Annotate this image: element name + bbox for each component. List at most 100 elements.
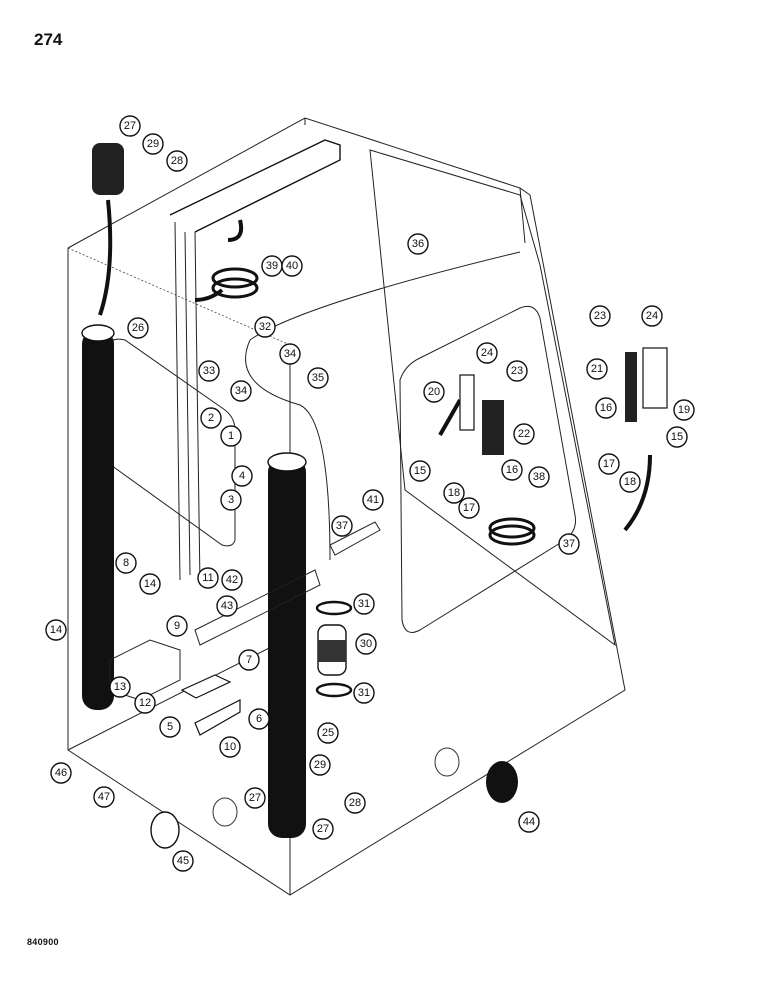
svg-text:20: 20 (428, 386, 440, 398)
svg-text:31: 31 (358, 598, 370, 610)
callout-33: 33 (198, 360, 220, 382)
svg-text:4: 4 (239, 470, 245, 482)
svg-text:45: 45 (177, 855, 189, 867)
svg-text:17: 17 (463, 502, 475, 514)
callout-19: 19 (673, 399, 695, 421)
svg-text:39: 39 (266, 260, 278, 272)
callout-42: 42 (221, 569, 243, 591)
callout-24-right: 24 (641, 305, 663, 327)
door-frame (169, 139, 341, 586)
coil-39 (211, 267, 259, 299)
cab-frame (67, 117, 626, 896)
hinge-20 (459, 374, 475, 431)
callout-29-top: 29 (142, 133, 164, 155)
hole-44 (434, 747, 460, 777)
svg-text:9: 9 (174, 620, 180, 632)
callout-14-left: 14 (45, 619, 67, 641)
callout-12: 12 (134, 692, 156, 714)
block-5 (180, 674, 232, 699)
callout-23-right: 23 (589, 305, 611, 327)
svg-text:12: 12 (139, 697, 151, 709)
rail-41 (329, 521, 381, 556)
callout-29-bottom: 29 (309, 754, 331, 776)
svg-text:25: 25 (322, 727, 334, 739)
callout-24-mid: 24 (476, 342, 498, 364)
svg-text:42: 42 (226, 574, 238, 586)
callout-4: 4 (231, 465, 253, 487)
callout-1: 1 (220, 425, 242, 447)
coil-38 (488, 517, 536, 546)
svg-text:15: 15 (414, 465, 426, 477)
callout-3: 3 (220, 489, 242, 511)
svg-text:43: 43 (221, 600, 233, 612)
svg-text:46: 46 (55, 767, 67, 779)
callout-27-bottom-left: 27 (244, 787, 266, 809)
seal-31-top (315, 600, 353, 616)
callout-47: 47 (93, 786, 115, 808)
svg-text:7: 7 (246, 654, 252, 666)
arrows (98, 199, 652, 532)
svg-text:27: 27 (124, 120, 136, 132)
hinge-21 (625, 352, 637, 422)
callout-45: 45 (172, 850, 194, 872)
center-post-25 (267, 452, 307, 838)
callout-39: 39 (261, 255, 283, 277)
callout-25: 25 (317, 722, 339, 744)
callout-44: 44 (518, 811, 540, 833)
svg-text:24: 24 (646, 310, 658, 322)
callout-32: 32 (254, 316, 276, 338)
svg-text:13: 13 (114, 681, 126, 693)
callout-6: 6 (248, 708, 270, 730)
svg-text:41: 41 (367, 494, 379, 506)
callout-26: 26 (127, 317, 149, 339)
rear-glass (369, 149, 616, 647)
plug-44 (486, 761, 518, 803)
svg-text:1: 1 (228, 430, 234, 442)
callout-38: 38 (528, 466, 550, 488)
filter-30 (317, 624, 347, 676)
callout-40: 40 (281, 255, 303, 277)
svg-text:17: 17 (603, 458, 615, 470)
svg-text:14: 14 (144, 578, 156, 590)
hinge-19 (642, 347, 668, 409)
callout-20: 20 (423, 381, 445, 403)
svg-text:47: 47 (98, 791, 110, 803)
svg-text:28: 28 (171, 155, 183, 167)
svg-text:18: 18 (448, 487, 460, 499)
top-cap (92, 143, 124, 195)
svg-text:8: 8 (123, 557, 129, 569)
svg-text:15: 15 (671, 431, 683, 443)
callout-35: 35 (307, 367, 329, 389)
callout-21: 21 (586, 358, 608, 380)
callout-14-right: 14 (139, 573, 161, 595)
svg-text:11: 11 (202, 572, 213, 584)
rail-lower (194, 569, 321, 646)
svg-text:3: 3 (228, 494, 234, 506)
svg-text:16: 16 (506, 464, 518, 476)
left-post-26 (81, 324, 115, 710)
callout-15-right: 15 (666, 426, 688, 448)
svg-text:21: 21 (591, 363, 603, 375)
page-number: 274 (34, 30, 63, 49)
callout-22: 22 (513, 423, 535, 445)
svg-text:31: 31 (358, 687, 370, 699)
svg-text:40: 40 (286, 260, 298, 272)
callout-16-right: 16 (595, 397, 617, 419)
callout-30: 30 (355, 633, 377, 655)
svg-text:38: 38 (533, 471, 545, 483)
svg-text:35: 35 (312, 372, 324, 384)
svg-text:23: 23 (594, 310, 606, 322)
callout-23-mid: 23 (506, 360, 528, 382)
svg-text:34: 34 (235, 385, 247, 397)
callout-17-right: 17 (598, 453, 620, 475)
svg-text:44: 44 (523, 816, 535, 828)
callout-28-bottom: 28 (344, 792, 366, 814)
svg-text:5: 5 (167, 721, 173, 733)
svg-text:26: 26 (132, 322, 144, 334)
svg-text:32: 32 (259, 321, 271, 333)
svg-text:18: 18 (624, 476, 636, 488)
callout-11: 11 (197, 567, 219, 589)
side-window (399, 305, 576, 633)
hole-45 (212, 797, 238, 827)
